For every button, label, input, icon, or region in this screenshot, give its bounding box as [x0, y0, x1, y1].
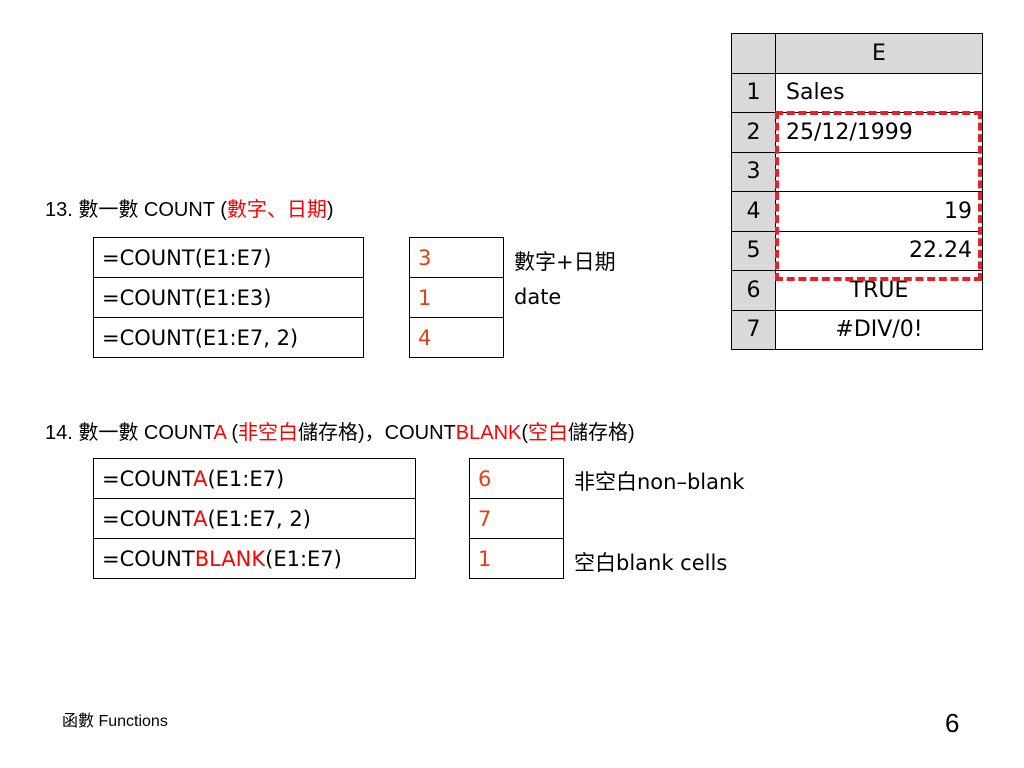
formula-highlight: A: [193, 466, 208, 491]
section-14-number: 14.: [45, 422, 79, 444]
counta-result-table: 6 7 1: [469, 458, 564, 579]
column-header-e: E: [775, 33, 983, 74]
formula-suffix: (E1:E7): [265, 546, 342, 571]
formula-cell: =COUNT(E1:E7, 2): [93, 317, 364, 358]
sheet-header-row: E: [731, 33, 983, 74]
cell-e3: [775, 151, 983, 192]
section-14-title-highlight: 空白: [528, 422, 569, 444]
section-13-number: 13.: [45, 199, 79, 221]
row-number: 6: [731, 270, 776, 311]
spreadsheet-table: E 1 Sales 2 25/12/1999 3 4 19 5 22.24 6 …: [731, 33, 983, 350]
section-14-title-part: (: [225, 422, 239, 444]
formula-prefix: =COUNT: [102, 546, 195, 571]
result-cell: 4: [409, 317, 504, 358]
count-formula-table: =COUNT(E1:E7) =COUNT(E1:E3) =COUNT(E1:E7…: [93, 237, 364, 358]
section-14-title-part: (: [521, 422, 529, 444]
note-number-date: 數字+日期: [514, 250, 616, 274]
formula-cell: =COUNTA(E1:E7, 2): [93, 498, 416, 539]
note-blank-cells: 空白blank cells: [574, 551, 728, 575]
section-14-heading: 14. 數一數 COUNTA (非空白儲存格)，COUNTBLANK(空白儲存格…: [45, 416, 635, 445]
formula-cell: =COUNT(E1:E7): [93, 237, 364, 278]
sheet-row: 7 #DIV/0!: [731, 309, 983, 350]
section-14-title-part: 儲存格): [568, 422, 635, 444]
sheet-row: 6 TRUE: [731, 270, 983, 311]
result-cell: 7: [469, 498, 564, 539]
section-14-title: 數一數 COUNT: [78, 422, 214, 444]
formula-prefix: =COUNT: [102, 506, 194, 531]
formula-highlight: BLANK: [194, 546, 266, 571]
sheet-row: 5 22.24: [731, 230, 983, 271]
counta-formula-table: =COUNTA(E1:E7) =COUNTA(E1:E7, 2) =COUNTB…: [93, 458, 416, 579]
note-date: date: [514, 285, 562, 309]
result-cell: 3: [409, 237, 504, 278]
note-non-blank: 非空白non–blank: [574, 470, 745, 494]
count-result-table: 3 1 4: [409, 237, 504, 358]
row-number: 4: [731, 191, 776, 232]
row-number: 7: [731, 309, 776, 350]
cell-e7: #DIV/0!: [775, 309, 983, 350]
section-13-title-end: ): [326, 199, 334, 221]
formula-cell: =COUNTBLANK(E1:E7): [93, 538, 416, 579]
section-14-title-part: 儲存格)，COUNT: [298, 422, 456, 444]
row-number: 1: [731, 72, 776, 113]
row-number: 5: [731, 230, 776, 271]
cell-e5: 22.24: [775, 230, 983, 271]
sheet-row: 1 Sales: [731, 72, 983, 113]
row-number: 2: [731, 112, 776, 153]
section-13-heading: 13. 數一數 COUNT (數字、日期): [45, 193, 334, 222]
sheet-row: 3: [731, 151, 983, 192]
row-number: 3: [731, 151, 776, 192]
formula-suffix: (E1:E7, 2): [207, 506, 311, 531]
footer-label: 函數 Functions: [62, 713, 168, 730]
section-13-title: 數一數 COUNT (: [78, 199, 227, 221]
section-14-title-highlight: A: [213, 422, 226, 444]
formula-prefix: =COUNT: [102, 466, 194, 491]
formula-suffix: (E1:E7): [207, 466, 285, 491]
cell-e2: 25/12/1999: [775, 112, 983, 153]
result-cell: 6: [469, 458, 564, 499]
section-14-title-highlight: BLANK: [455, 422, 522, 444]
result-cell: 1: [469, 538, 564, 579]
section-14-title-highlight: 非空白: [238, 422, 299, 444]
sheet-row: 2 25/12/1999: [731, 112, 983, 153]
page-number: 6: [945, 708, 960, 738]
cell-e6: TRUE: [775, 270, 983, 311]
formula-cell: =COUNTA(E1:E7): [93, 458, 416, 499]
formula-cell: =COUNT(E1:E3): [93, 277, 364, 318]
corner-cell: [731, 33, 776, 74]
sheet-row: 4 19: [731, 191, 983, 232]
formula-highlight: A: [193, 506, 208, 531]
cell-e1: Sales: [775, 72, 983, 113]
section-13-title-highlight: 數字、日期: [226, 199, 327, 221]
result-cell: 1: [409, 277, 504, 318]
numeric-date-highlight-box: [775, 111, 982, 281]
